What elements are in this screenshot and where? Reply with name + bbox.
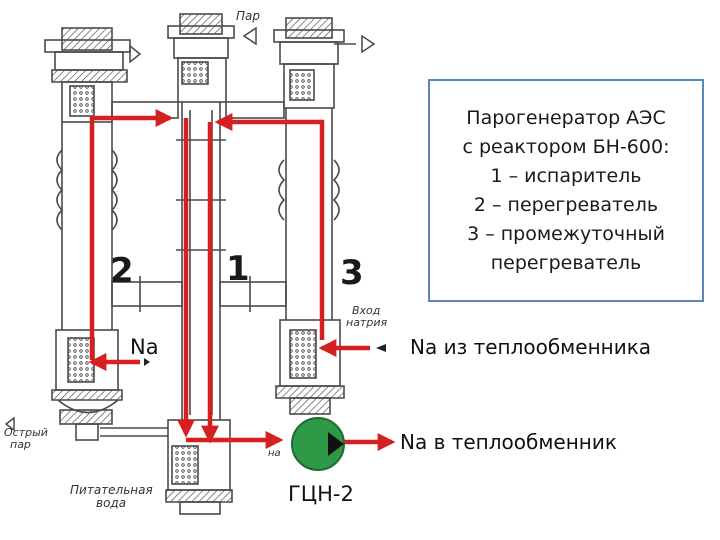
pump xyxy=(291,417,345,471)
flow-arrow-intermediate-icon xyxy=(214,113,325,340)
connecting-pipes xyxy=(111,101,287,312)
sodium-inlet-label: Вход xyxy=(352,304,380,317)
feedwater-label: Питательная xyxy=(70,483,153,497)
drawing-arrows xyxy=(4,26,376,432)
info-line-subtitle: с реактором БН-600: xyxy=(462,135,670,158)
na-left-label: Na xyxy=(130,335,159,359)
small-na-arrow-icon xyxy=(144,358,150,366)
steam-outlet-arrow-icon xyxy=(242,26,257,46)
info-line-title: Парогенератор АЭС xyxy=(466,106,666,129)
na-to-hx-label: Na в теплообменник xyxy=(400,430,617,454)
left-module-arrow-icon xyxy=(129,44,142,64)
steam-label: Пар xyxy=(236,9,260,23)
info-box: Парогенератор АЭС с реактором БН-600: 1 … xyxy=(428,79,704,302)
feedwater-label-2: вода xyxy=(96,496,126,510)
live-steam-arrow-icon xyxy=(4,416,15,432)
module-superheater xyxy=(44,27,131,441)
number-evaporator: 1 xyxy=(226,249,250,289)
info-line-evaporator: 1 – испаритель xyxy=(490,164,642,187)
small-inlet-arrow-icon xyxy=(376,344,386,352)
na-from-hx-label: Na из теплообменника xyxy=(410,335,651,359)
number-superheater: 2 xyxy=(110,251,134,291)
live-steam-label-2: пар xyxy=(10,438,31,451)
info-line-intermediate: 3 – промежуточный xyxy=(467,222,665,245)
sodium-inlet-label-2: натрия xyxy=(346,316,387,329)
info-line-superheater: 2 – перегреватель xyxy=(473,193,659,216)
flow-arrow-superheater-icon xyxy=(89,109,174,360)
steam-inlet-arrow-icon xyxy=(361,34,376,54)
pump-fragment-label: на xyxy=(268,448,281,459)
info-line-intermediate-2: перегреватель xyxy=(490,251,642,274)
pump-label: ГЦН-2 xyxy=(288,482,354,506)
pump-direction-icon xyxy=(328,432,344,456)
module-intermediate-superheater xyxy=(273,17,356,415)
number-intermediate-superheater: 3 xyxy=(340,253,364,293)
live-steam-label: Острый xyxy=(4,426,48,439)
sodium-flow-path xyxy=(88,109,396,451)
